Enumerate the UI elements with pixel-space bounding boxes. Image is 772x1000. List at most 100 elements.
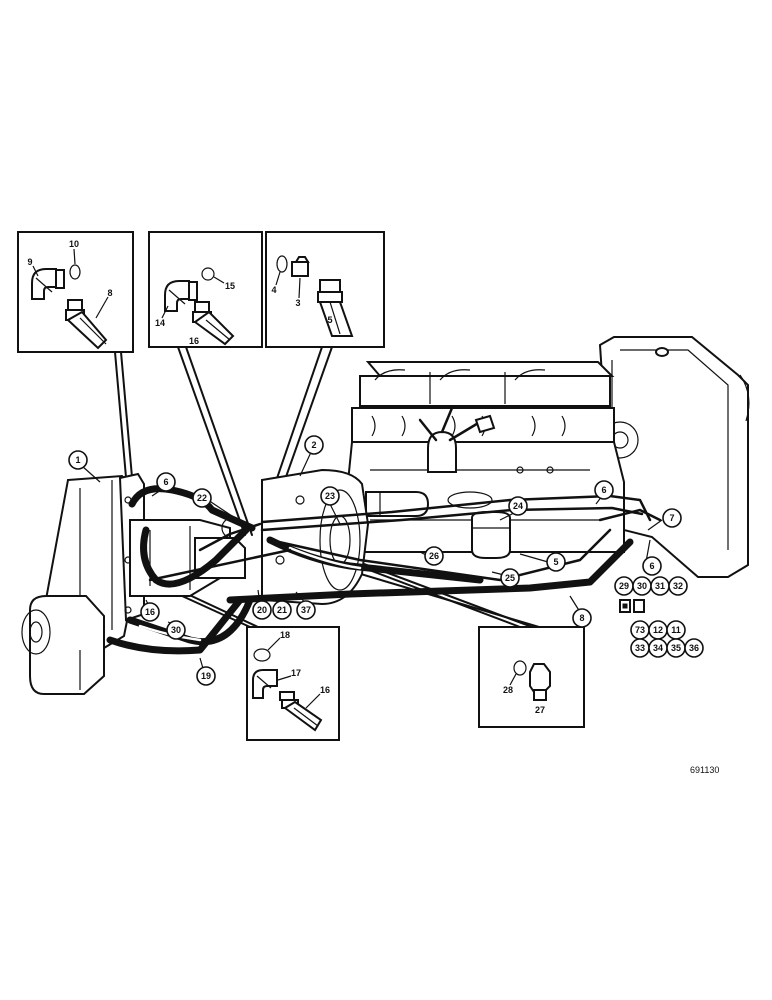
callout-31: 31 [650,576,670,596]
inset-b-label-14: 14 [155,318,165,328]
inset-leader-lines [114,346,540,628]
svg-text:15: 15 [225,281,235,291]
svg-text:21: 21 [277,605,287,615]
inset-c-label-3: 3 [295,298,300,308]
callout-73: 73 [630,620,650,640]
svg-text:26: 26 [429,551,439,561]
inset-e-label-27: 27 [535,705,545,715]
callout-25-upper: 25 [500,568,520,588]
svg-text:36: 36 [689,643,699,653]
svg-text:6: 6 [163,477,168,487]
svg-text:30: 30 [637,581,647,591]
svg-text:4: 4 [271,285,276,295]
hydraulic-hoses [106,485,662,655]
svg-text:19: 19 [201,671,211,681]
inset-e-label-28: 28 [503,685,513,695]
clip-fittings [619,599,645,613]
callout-37: 37 [296,600,316,620]
inset-box-b: 15 14 16 [148,231,263,348]
callout-26: 26 [424,546,444,566]
svg-text:8: 8 [579,613,584,623]
svg-text:73: 73 [635,625,645,635]
inset-d-label-16: 16 [320,685,330,695]
transmission [21,472,246,695]
svg-text:25: 25 [505,573,515,583]
svg-text:23: 23 [325,491,335,501]
clutch-housing [261,468,370,606]
callout-30: 30 [166,620,186,640]
svg-text:34: 34 [653,643,663,653]
inset-c-label-5: 5 [327,315,332,325]
callout-5: 5 [546,552,566,572]
svg-text:35: 35 [671,643,681,653]
svg-text:16: 16 [189,336,199,346]
svg-text:2: 2 [311,440,316,450]
callout-12: 12 [648,620,668,640]
svg-text:12: 12 [653,625,663,635]
callout-21: 21 [272,600,292,620]
svg-text:37: 37 [301,605,311,615]
callout-2: 2 [304,435,324,455]
svg-text:33: 33 [635,643,645,653]
inset-d-label-18: 18 [280,630,290,640]
callout-6-right: 6 [594,480,614,500]
svg-text:24: 24 [513,501,523,511]
callout-1: 1 [68,450,88,470]
callout-7: 7 [662,508,682,528]
callout-29: 29 [614,576,634,596]
callout-34: 34 [648,638,668,658]
svg-text:1: 1 [75,455,80,465]
svg-text:18: 18 [280,630,290,640]
svg-text:5: 5 [553,557,558,567]
callout-16: 16 [140,602,160,622]
svg-text:11: 11 [671,625,681,635]
svg-text:27: 27 [535,705,545,715]
callout-32: 32 [668,576,688,596]
svg-text:20: 20 [257,605,267,615]
svg-text:22: 22 [197,493,207,503]
svg-text:16: 16 [320,685,330,695]
inset-a-label-10: 10 [69,239,79,249]
callout-6-lower: 6 [642,556,662,576]
svg-text:32: 32 [673,581,683,591]
svg-text:31: 31 [655,581,665,591]
callout-23: 23 [320,486,340,506]
callout-35: 35 [666,638,686,658]
callout-33: 33 [630,638,650,658]
inset-a-label-8: 8 [107,288,112,298]
svg-text:29: 29 [619,581,629,591]
callout-6-left: 6 [156,472,176,492]
svg-text:7: 7 [669,513,674,523]
svg-text:17: 17 [291,668,301,678]
inset-d-label-17: 17 [291,668,301,678]
svg-text:6: 6 [649,561,654,571]
svg-text:10: 10 [69,239,79,249]
inset-box-e: 28 27 [478,626,585,728]
engine-block [342,336,750,578]
callout-19: 19 [196,666,216,686]
svg-text:16: 16 [145,607,155,617]
callout-22: 22 [192,488,212,508]
svg-text:14: 14 [155,318,165,328]
callout-11: 11 [666,620,686,640]
inset-c-label-4: 4 [271,285,276,295]
svg-text:28: 28 [503,685,513,695]
svg-text:8: 8 [107,288,112,298]
inset-box-c: 4 3 5 [265,231,385,348]
svg-text:5: 5 [327,315,332,325]
svg-text:6: 6 [601,485,606,495]
inset-a-label-9: 9 [27,257,32,267]
callout-36: 36 [684,638,704,658]
inset-box-d: 18 17 16 [246,626,340,741]
drawing-reference: 691130 [690,765,719,775]
callout-24: 24 [508,496,528,516]
callout-30-right: 30 [632,576,652,596]
inset-b-label-15: 15 [225,281,235,291]
svg-text:30: 30 [171,625,181,635]
svg-text:3: 3 [295,298,300,308]
inset-box-a: 10 9 8 [17,231,134,353]
svg-text:9: 9 [27,257,32,267]
inset-b-label-16: 16 [189,336,199,346]
callout-8: 8 [572,608,592,628]
